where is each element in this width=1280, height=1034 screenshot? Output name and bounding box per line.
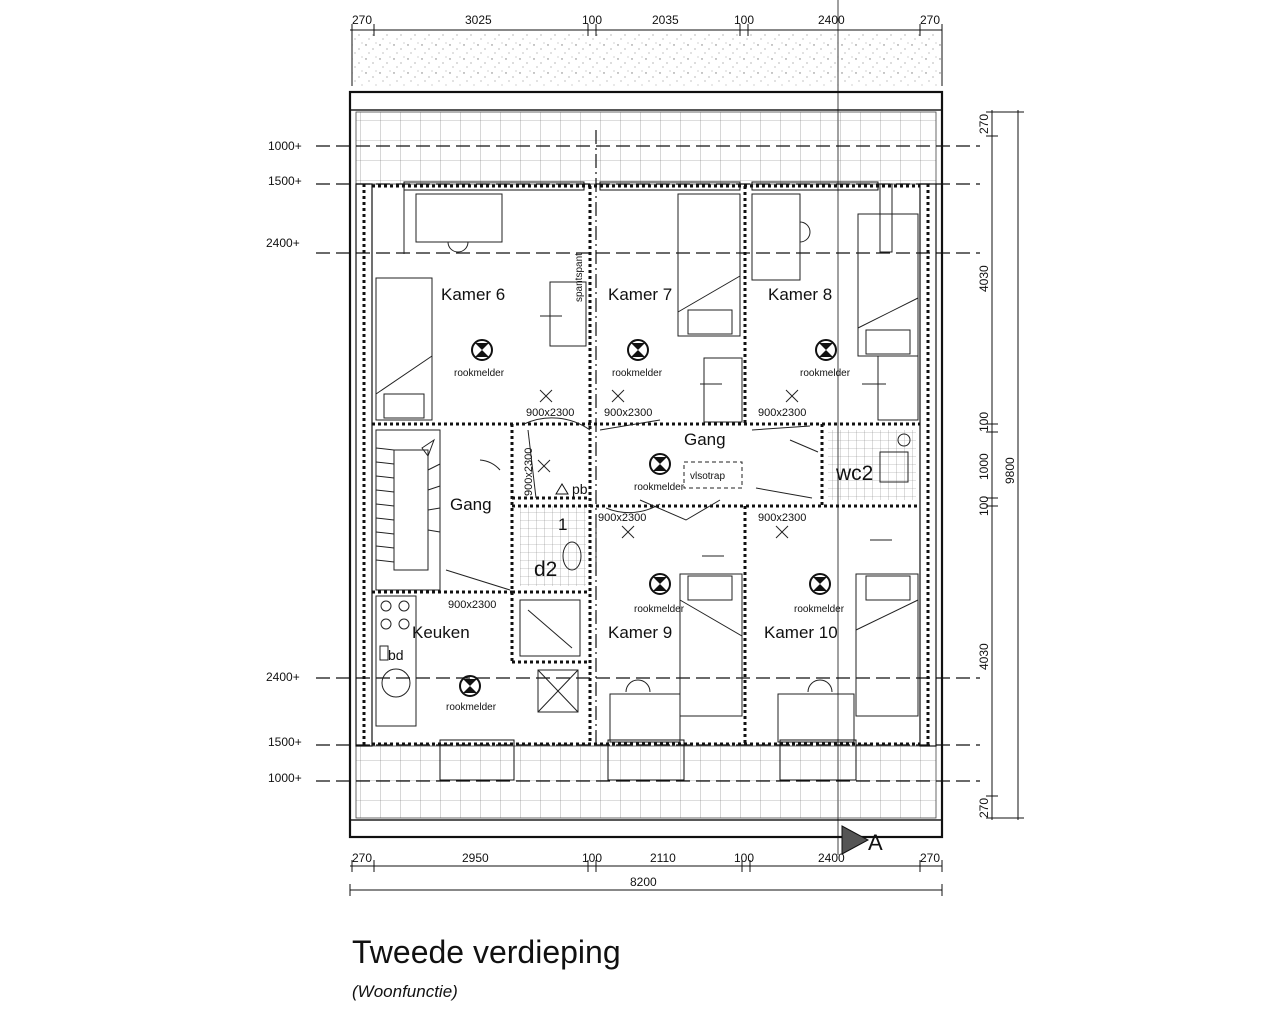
door-size-kamer6: 900x2300 <box>526 407 574 419</box>
crosses <box>537 389 799 539</box>
height-label-1500-bottom: 1500+ <box>268 735 302 749</box>
page-title: Tweede verdieping <box>352 934 621 970</box>
furniture-kamer10 <box>777 539 919 743</box>
dim-bottom-1: 2950 <box>462 851 489 865</box>
right-dimension-lines <box>986 110 1024 820</box>
dim-bottom-6: 270 <box>920 851 940 865</box>
dim-bottom-0: 270 <box>352 851 372 865</box>
door-size-kamer9: 900x2300 <box>598 512 646 524</box>
dim-top-1: 3025 <box>465 13 492 27</box>
room-label-kamer7: Kamer 7 <box>608 285 672 304</box>
room-label-one: 1 <box>558 515 567 534</box>
furniture-kamer9 <box>595 520 743 743</box>
furniture-kamer7 <box>677 193 743 423</box>
dim-right-0: 270 <box>977 114 991 134</box>
dim-bottom-3: 2110 <box>650 851 676 865</box>
furniture-kamer6 <box>375 186 587 421</box>
room-label-kamer6: Kamer 6 <box>441 285 505 304</box>
spantspant-label: spantspant <box>574 253 585 302</box>
roof-edge-top <box>355 111 937 185</box>
door-size-gang-vertical: 900x2300 <box>523 448 535 496</box>
dim-right-total: 9800 <box>1003 457 1017 484</box>
room-label-wc2: wc2 <box>835 462 873 485</box>
roof-strip <box>352 32 942 86</box>
triangle-icon <box>555 483 569 495</box>
room-label-bd: bd <box>388 647 404 663</box>
room-label-gang-upper: Gang <box>684 430 726 449</box>
door-swings <box>445 417 819 591</box>
windows-bottom <box>439 739 857 781</box>
door-size-kamer7: 900x2300 <box>604 407 652 419</box>
height-label-1500-top: 1500+ <box>268 174 302 188</box>
dim-right-1: 4030 <box>977 265 991 292</box>
dim-right-3: 1000 <box>977 453 991 480</box>
room-label-kamer9: Kamer 9 <box>608 623 672 642</box>
height-label-1000-bottom: 1000+ <box>268 771 302 785</box>
wc2-tiles <box>828 430 916 500</box>
dim-top-5: 2400 <box>818 13 845 27</box>
height-lines <box>316 145 980 782</box>
room-label-pb: pb <box>572 481 588 497</box>
bathroom-tiles-d2 <box>520 506 586 586</box>
rookmelder-label-kamer6: rookmelder <box>454 368 505 379</box>
rookmelder-label-gang: rookmelder <box>634 482 685 493</box>
furniture-kamer8 <box>751 183 919 421</box>
room-label-gang-left: Gang <box>450 495 492 514</box>
dim-right-2: 100 <box>977 412 991 432</box>
room-label-kamer10: Kamer 10 <box>764 623 838 642</box>
dim-top-0: 270 <box>352 13 372 27</box>
dim-right-6: 270 <box>977 798 991 818</box>
top-dimension-line <box>350 24 943 36</box>
door-size-keuken: 900x2300 <box>448 599 496 611</box>
vlsotrap-box <box>683 461 743 489</box>
dim-bottom-4: 100 <box>734 851 754 865</box>
room-label-kamer8: Kamer 8 <box>768 285 832 304</box>
height-label-2400-bottom: 2400+ <box>266 670 300 684</box>
dim-top-4: 100 <box>734 13 754 27</box>
height-label-2400-top: 2400+ <box>266 236 300 250</box>
roof-edge-bottom <box>355 745 937 819</box>
section-marker-label: A <box>868 830 883 855</box>
section-marker-icon <box>841 825 870 855</box>
rookmelder-label-kamer7: rookmelder <box>612 368 663 379</box>
page-subtitle: (Woonfunctie) <box>352 982 458 1001</box>
height-label-1000-top: 1000+ <box>268 139 302 153</box>
dim-bottom-5: 2400 <box>818 851 845 865</box>
staircase <box>375 429 441 591</box>
vlsotrap-label: vlsotrap <box>690 471 725 482</box>
door-size-kamer10: 900x2300 <box>758 512 806 524</box>
dim-total-width: 8200 <box>630 875 657 889</box>
dim-top-2: 100 <box>582 13 602 27</box>
kitchen-counter <box>375 595 417 727</box>
room-label-d2: d2 <box>534 558 557 581</box>
bathroom-fixtures <box>519 433 911 713</box>
dim-right-4: 100 <box>977 496 991 516</box>
door-size-kamer8: 900x2300 <box>758 407 806 419</box>
smoke-detector-icons <box>459 339 837 697</box>
bottom-dimension-lines <box>349 860 943 896</box>
dim-top-3: 2035 <box>652 13 679 27</box>
dim-top-6: 270 <box>920 13 940 27</box>
dim-right-5: 4030 <box>977 643 991 670</box>
room-label-keuken: Keuken <box>412 623 470 642</box>
dim-bottom-2: 100 <box>582 851 602 865</box>
rookmelder-label-kamer8: rookmelder <box>800 368 851 379</box>
rookmelder-label-keuken: rookmelder <box>446 702 497 713</box>
rookmelder-label-kamer9: rookmelder <box>634 604 685 615</box>
rookmelder-label-kamer10: rookmelder <box>794 604 845 615</box>
